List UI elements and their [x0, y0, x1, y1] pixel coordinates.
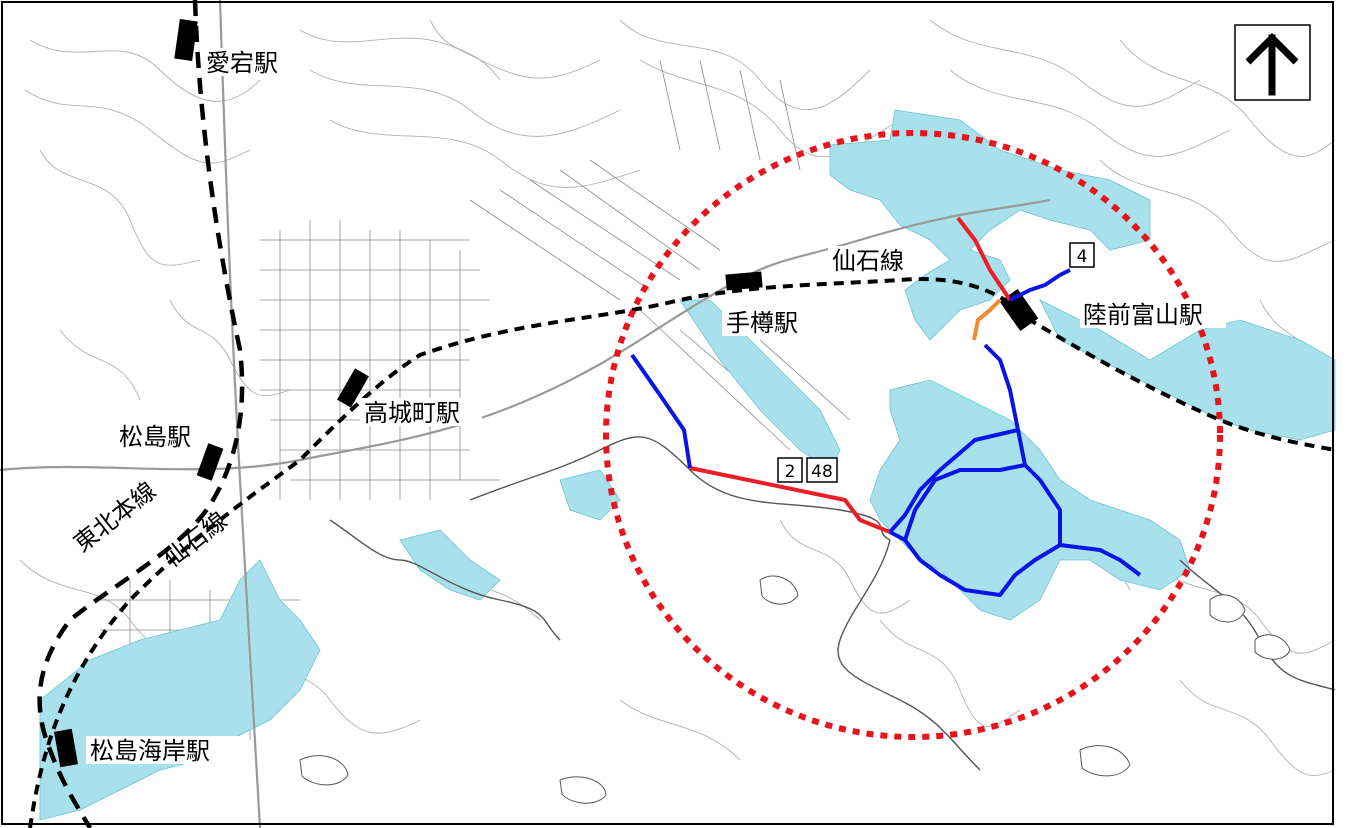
island	[299, 755, 349, 786]
route-badge-48-label: 48	[811, 462, 833, 482]
label-tetaru-station: 手樽駅	[726, 309, 798, 337]
inundation-area-peninsula	[869, 379, 1191, 621]
label-atago-station: 愛宕駅	[206, 49, 278, 77]
station-marker-atago	[174, 18, 198, 62]
station-labels: 愛宕駅 松島駅 高城町駅 手樽駅 陸前富山駅 松島海岸駅	[86, 48, 1226, 765]
blue-route	[630, 268, 1142, 597]
station-marker-tetaru	[725, 271, 763, 291]
blue-route-west	[630, 353, 692, 469]
label-rikuzen-tomiyama-station: 陸前富山駅	[1083, 301, 1203, 329]
inundation-area-north	[829, 109, 1151, 341]
blue-route-spur	[889, 530, 906, 542]
station-marker-matsushima-kaigan	[54, 728, 78, 768]
tohoku-main-line	[37, 0, 245, 828]
red-route	[689, 216, 1012, 534]
label-senseki-line-east: 仙石線	[832, 247, 904, 275]
route-badge-2: 2	[777, 457, 803, 483]
coverage-area-circle	[603, 130, 1223, 740]
blue-route-central	[983, 343, 1062, 545]
blue-route-loop	[888, 428, 1142, 597]
blue-route-northeast	[1009, 268, 1071, 302]
island	[759, 575, 799, 605]
label-matsushima-station: 松島駅	[119, 423, 191, 451]
route-badge-48: 48	[806, 457, 838, 483]
red-route-north	[956, 216, 1012, 302]
inundation-area-harbor	[399, 529, 501, 601]
orange-route	[972, 298, 1002, 341]
station-marker-matsushima	[196, 443, 224, 481]
station-markers	[54, 18, 1039, 768]
islands	[299, 575, 1291, 804]
route-badge-4: 4	[1069, 242, 1095, 268]
route-badge-4-label: 4	[1077, 247, 1088, 267]
island	[1079, 745, 1131, 777]
station-marker-takagimachi	[337, 368, 369, 408]
red-route-coastal	[689, 466, 891, 534]
inundation-area-islet	[559, 469, 621, 521]
island	[1254, 634, 1291, 660]
island	[559, 776, 607, 804]
north-arrow-icon	[1234, 24, 1311, 101]
island	[1209, 594, 1246, 623]
senseki-line	[28, 277, 1336, 828]
route-badge-2-label: 2	[785, 462, 796, 482]
label-takagimachi-station: 高城町駅	[364, 399, 460, 427]
label-matsushima-kaigan-station: 松島海岸駅	[90, 737, 210, 765]
terrain-contours	[19, 19, 1336, 776]
